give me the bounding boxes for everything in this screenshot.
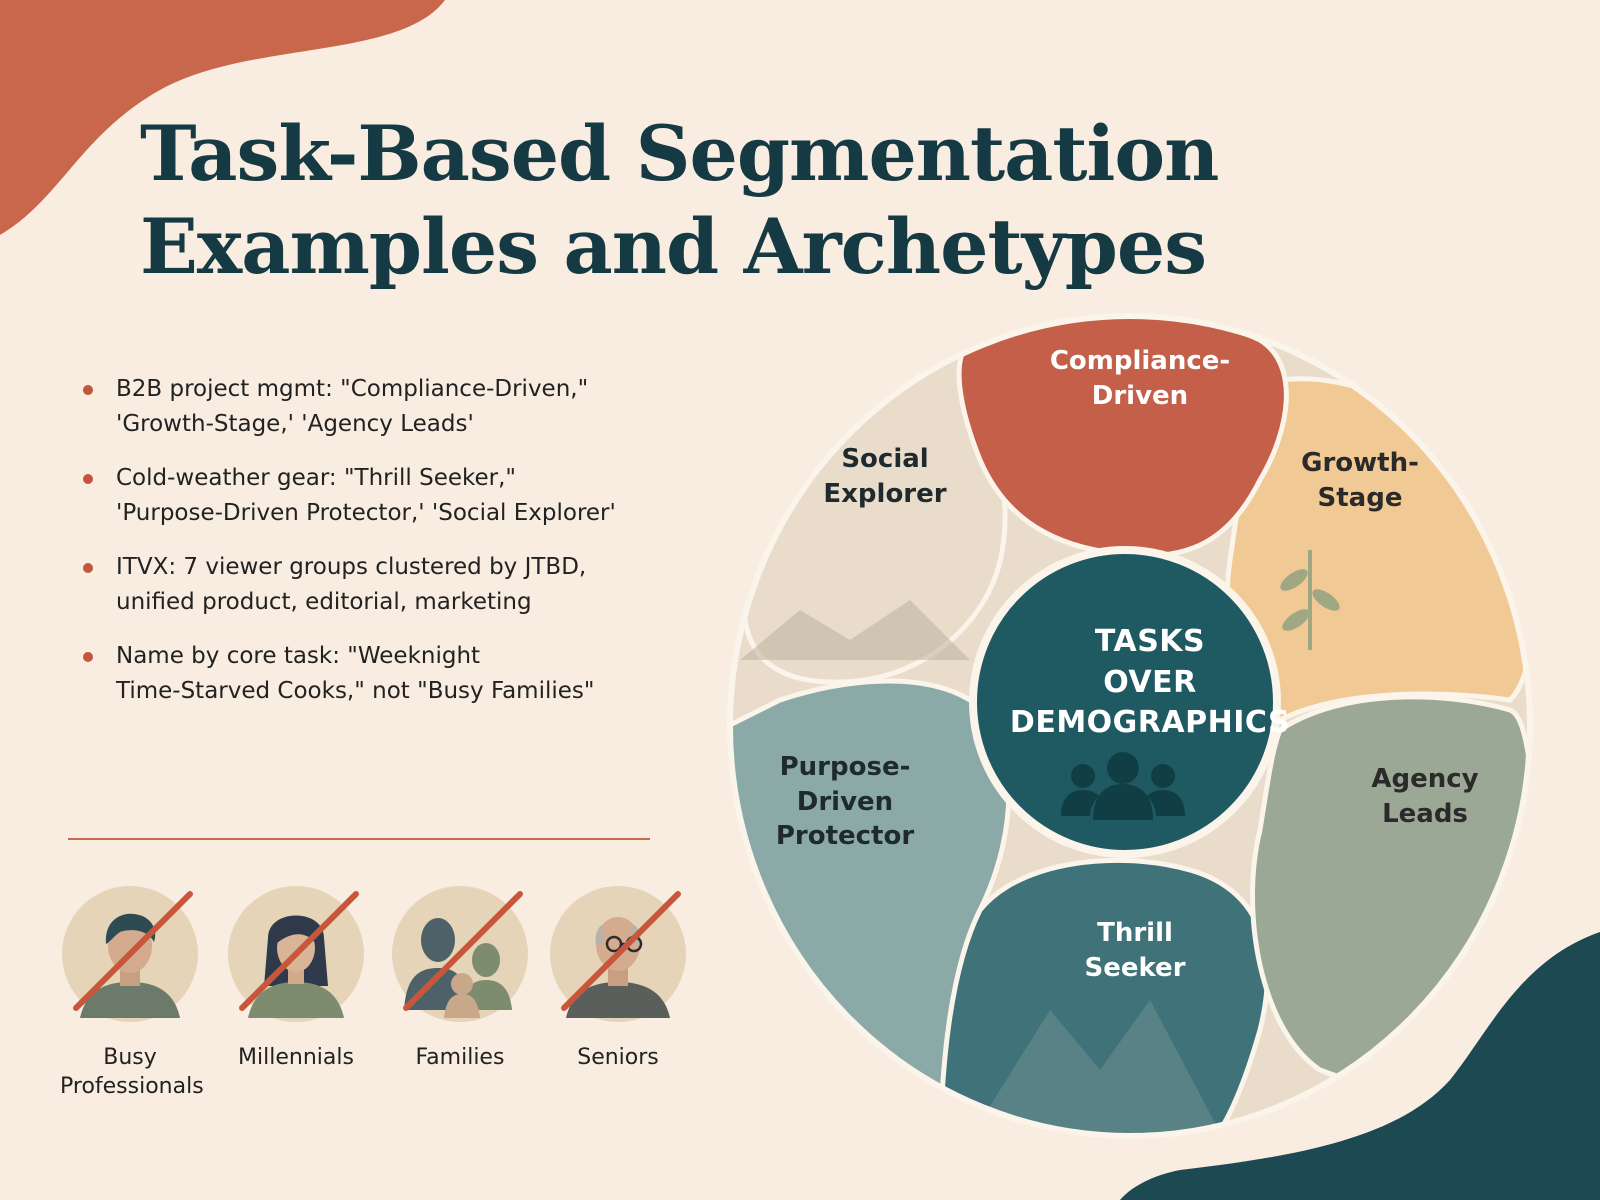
senior-person-icon — [550, 886, 686, 1022]
bullet-line: 'Growth-Stage,' 'Agency Leads' — [116, 410, 474, 437]
segment-label-line: Protector — [775, 821, 915, 852]
center-heading-line: TASKS — [1094, 624, 1206, 659]
example-bullet-list: B2B project mgmt: "Compliance-Driven," 'G… — [80, 372, 680, 728]
section-divider — [68, 838, 650, 840]
segment-label-line: Agency — [1371, 764, 1479, 794]
segment-label-compliance-driven: Compliance- Driven — [1040, 344, 1240, 413]
center-circle — [969, 546, 1281, 858]
segment-label-line: Driven — [1091, 380, 1189, 411]
demographic-label: Families — [415, 1045, 505, 1070]
bullet-dot-icon — [83, 563, 93, 573]
center-heading: TASKS OVER DEMOGRAPHICS — [1000, 622, 1300, 744]
segment-label-line: Explorer — [823, 478, 947, 509]
demographic-seniors: Seniors — [548, 886, 688, 1073]
bullet-item: Cold-weather gear: "Thrill Seeker," 'Purp… — [80, 461, 680, 530]
segment-label-line: Social — [841, 444, 929, 474]
segment-label-line: Driven — [796, 786, 894, 817]
bullet-dot-icon — [83, 385, 93, 395]
bullet-dot-icon — [83, 474, 93, 484]
title-line-1: Task-Based Segmentation — [140, 109, 1219, 198]
demographic-millennials: Millennials — [226, 886, 366, 1073]
segment-label-line: Purpose- — [779, 752, 911, 782]
family-icon — [392, 886, 528, 1022]
corner-blob-bottom-right — [1120, 932, 1600, 1200]
archetype-wheel — [727, 313, 1533, 1139]
demographic-label: Busy — [103, 1045, 157, 1070]
segment-label-line: Stage — [1317, 482, 1403, 513]
page-title: Task-Based Segmentation Examples and Arc… — [140, 108, 1240, 293]
people-group-icon — [1061, 752, 1185, 820]
segment-label-line: Compliance- — [1049, 346, 1231, 376]
mountain-illustration — [740, 600, 970, 660]
demographic-label: Professionals — [60, 1073, 204, 1099]
bullet-item: ITVX: 7 viewer groups clustered by JTBD,… — [80, 550, 680, 619]
demographic-label: Millennials — [238, 1045, 354, 1070]
demographic-families: Families — [390, 886, 530, 1073]
segment-label-line: Thrill — [1097, 918, 1173, 948]
person-icon — [228, 886, 364, 1022]
title-line-2: Examples and Archetypes — [140, 201, 1207, 291]
bullet-line: Time-Starved Cooks," not "Busy Families" — [116, 677, 595, 704]
leaf-illustration — [1280, 550, 1340, 650]
segment-label-line: Growth- — [1301, 448, 1419, 478]
bullet-line: unified product, editorial, marketing — [116, 588, 532, 615]
bullet-dot-icon — [83, 652, 93, 662]
segment-label-line: Leads — [1382, 798, 1468, 829]
bullet-item: B2B project mgmt: "Compliance-Driven," 'G… — [80, 372, 680, 441]
bullet-line: B2B project mgmt: "Compliance-Driven," — [116, 376, 589, 402]
bullet-line: Cold-weather gear: "Thrill Seeker," — [116, 465, 516, 491]
bullet-line: 'Purpose-Driven Protector,' 'Social Expl… — [116, 499, 616, 526]
center-heading-line: DEMOGRAPHICS — [1009, 705, 1291, 740]
bullet-line: ITVX: 7 viewer groups clustered by JTBD, — [116, 554, 587, 580]
bullet-line: Name by core task: "Weeknight — [116, 643, 481, 669]
segment-agency-leads — [1250, 694, 1530, 1089]
center-heading-line: OVER — [1103, 664, 1197, 700]
segment-label-line: Seeker — [1084, 952, 1186, 983]
segment-label-growth-stage: Growth- Stage — [1270, 446, 1450, 515]
corner-blob-top-left — [0, 0, 445, 235]
demographic-label: Seniors — [577, 1045, 659, 1070]
person-icon — [62, 886, 198, 1022]
